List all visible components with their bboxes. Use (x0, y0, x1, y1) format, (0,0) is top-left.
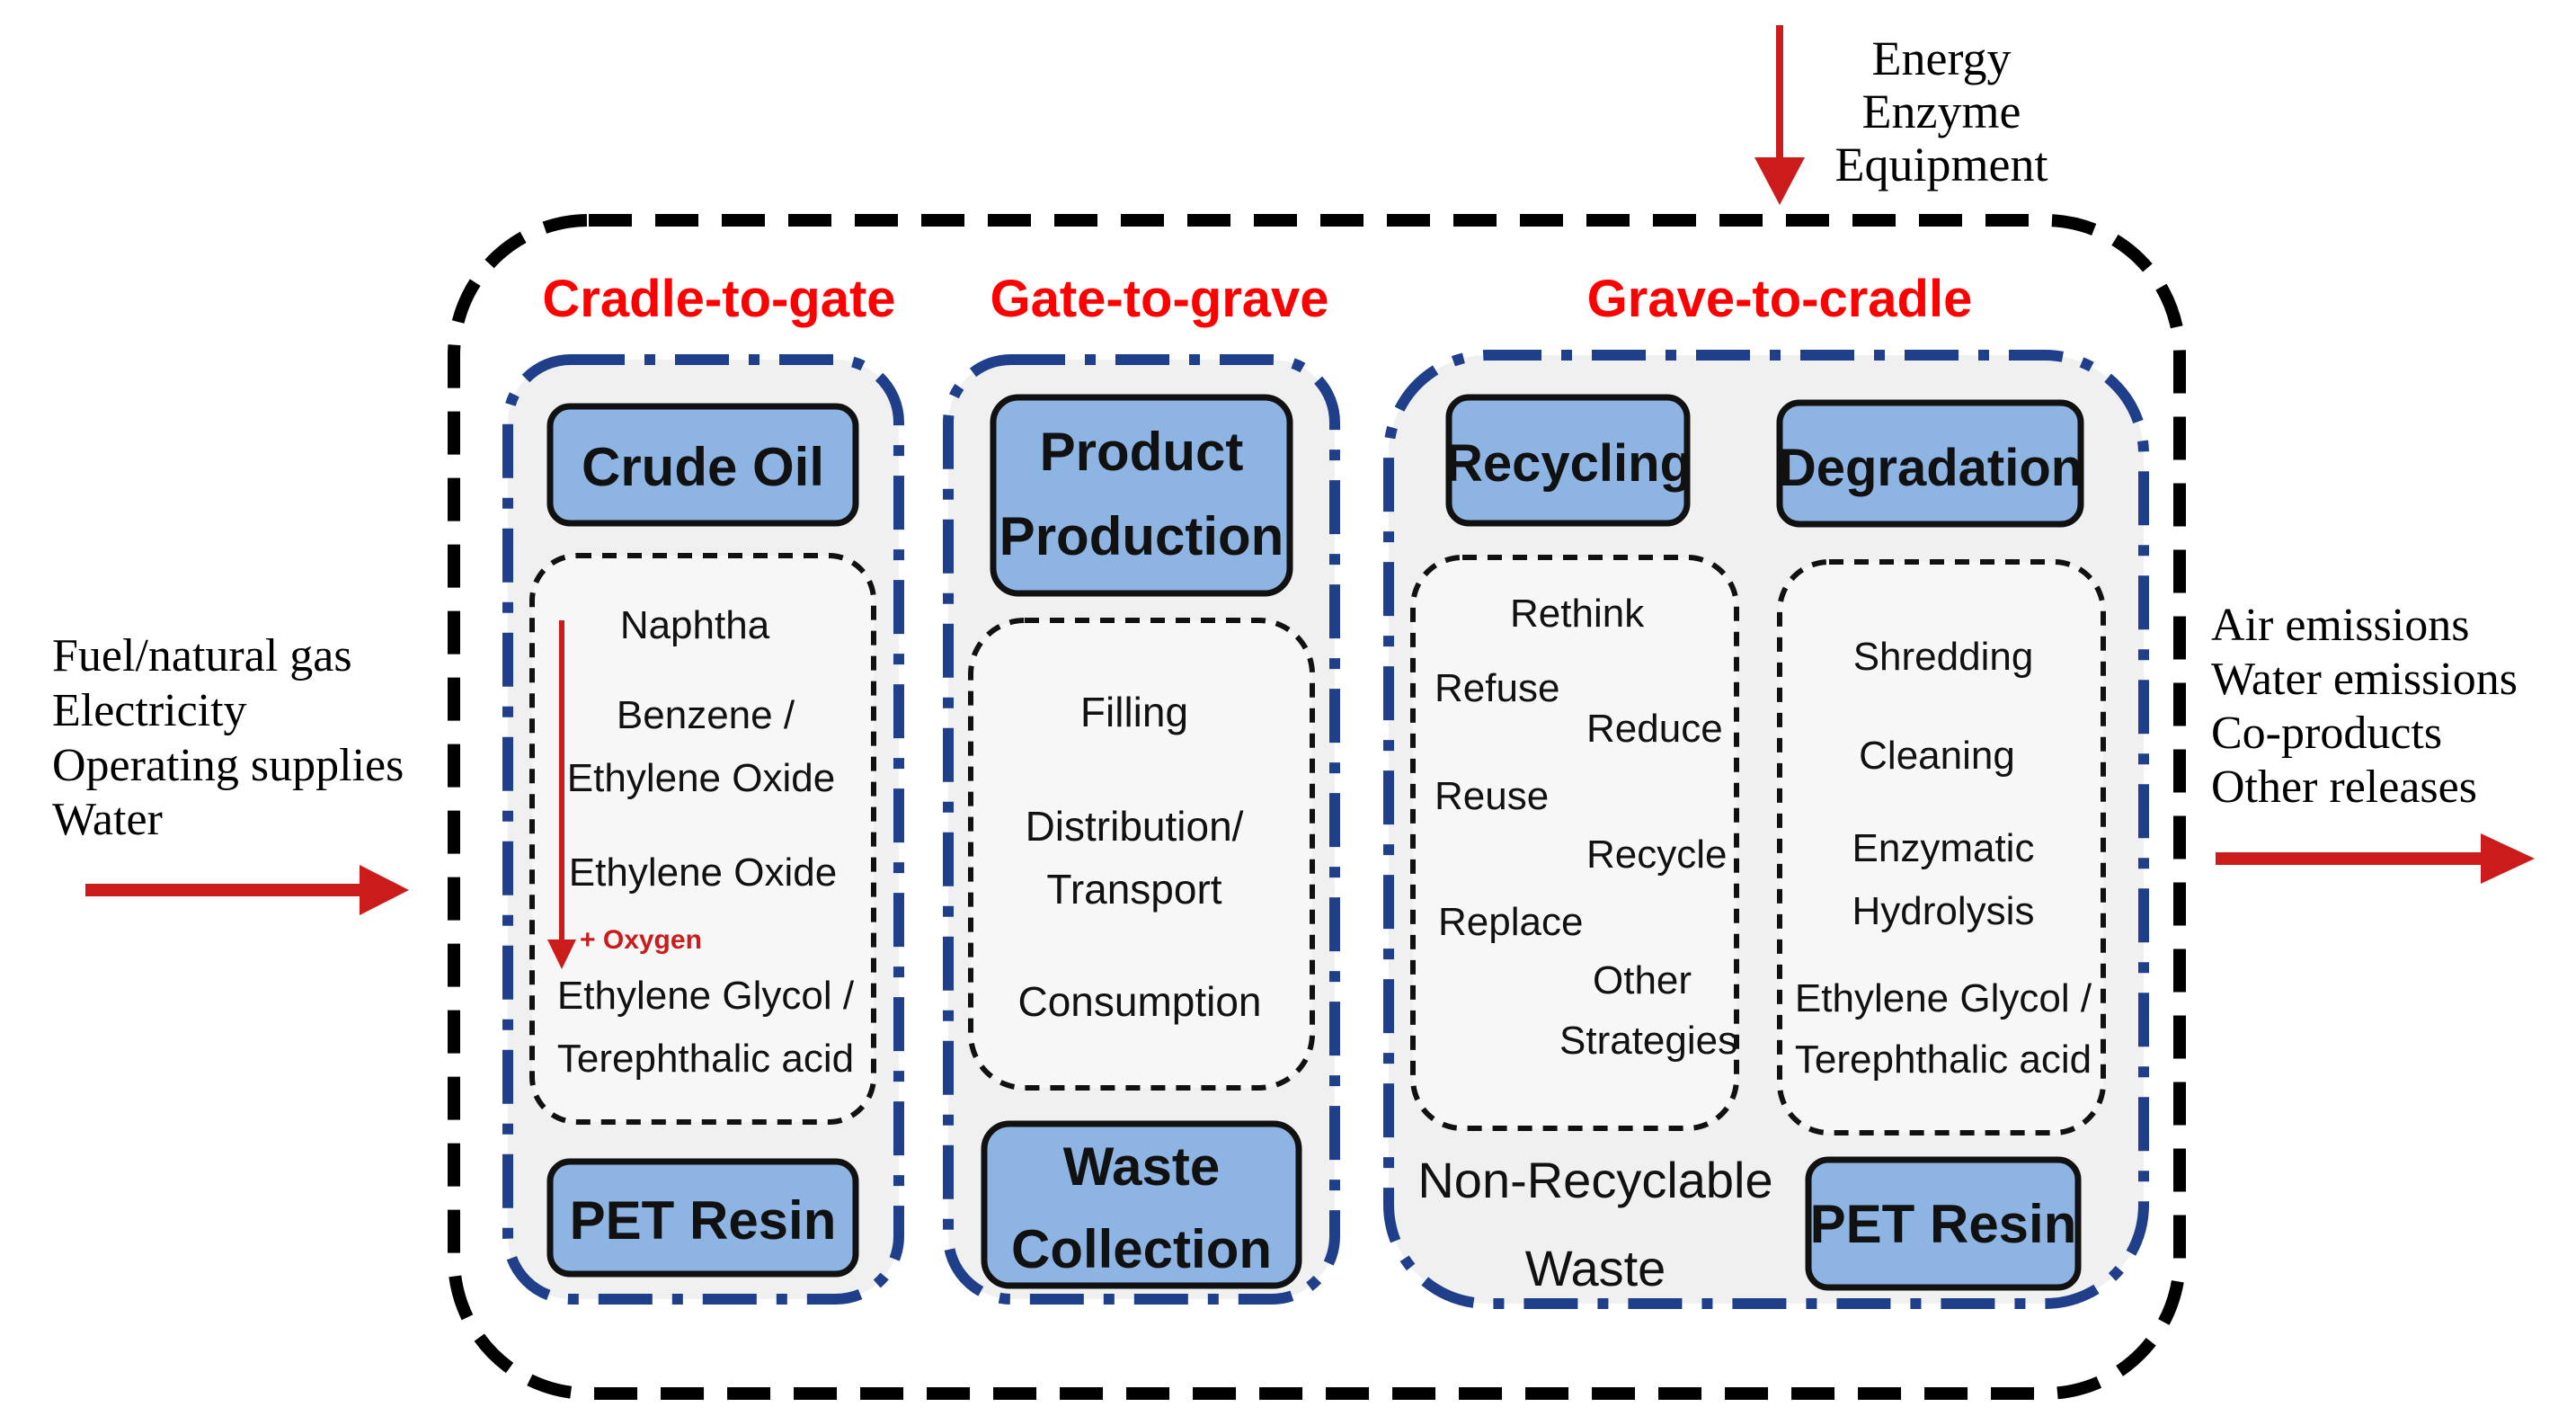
stage-title-gate-to-grave: Gate-to-grave (990, 270, 1328, 328)
step-terephthalic-acid-2: Terephthalic acid (1795, 1038, 2092, 1082)
box-pet-resin-1 (546, 1158, 859, 1278)
strategy-reuse: Reuse (1435, 774, 1549, 818)
left-input-label: Electricity (52, 685, 247, 736)
strategy-other: Other (1593, 958, 1692, 1002)
step-ethylene-glycol-2: Ethylene Glycol / (1795, 976, 2092, 1020)
step-ethylene-glycol: Ethylene Glycol / (557, 974, 855, 1018)
top-input-label: Enzyme (1862, 85, 2021, 138)
process-group-degradation (1777, 559, 2106, 1135)
step-ethylene-oxide-1: Ethylene Oxide (567, 756, 835, 800)
box-pet-resin-2-label: PET Resin (1810, 1194, 2077, 1254)
top-input-label: Energy (1872, 31, 2012, 85)
box-waste-collection-label: Collection (1011, 1219, 1272, 1279)
stage-title-cradle-to-gate: Cradle-to-gate (542, 270, 895, 328)
step-shredding: Shredding (1853, 635, 2034, 679)
box-product-production-label: Product (1040, 422, 1244, 482)
left-input-label: Water (52, 794, 163, 845)
step-terephthalic-acid: Terephthalic acid (557, 1037, 854, 1081)
strategy-recycle: Recycle (1586, 833, 1728, 877)
box-degradation (1776, 399, 2084, 528)
right-output-label: Other releases (2211, 761, 2477, 813)
box-pet-resin-1-label: PET Resin (570, 1190, 837, 1251)
step-ethylene-oxide-2: Ethylene Oxide (569, 850, 837, 895)
step-hydrolysis: Hydrolysis (1852, 889, 2035, 933)
process-group-cradle-to-gate (529, 553, 876, 1125)
step-enzymatic: Enzymatic (1852, 826, 2035, 870)
box-waste-collection (981, 1120, 1302, 1289)
process-group-recycling (1410, 555, 1739, 1131)
top-input-arrow (1754, 25, 1805, 205)
step-benzene: Benzene / (617, 693, 795, 737)
box-pet-resin-2 (1805, 1156, 2082, 1291)
step-transport: Transport (1046, 866, 1221, 913)
box-waste-collection-label: Waste (1063, 1136, 1221, 1197)
process-group-gate-to-grave (968, 618, 1315, 1091)
box-product-production (990, 394, 1293, 597)
strategy-replace: Replace (1438, 900, 1583, 944)
top-input-label: Equipment (1835, 138, 2048, 191)
step-distribution: Distribution/ (1026, 803, 1244, 850)
right-output-label: Co-products (2211, 708, 2442, 759)
right-output-arrow (2216, 833, 2535, 884)
stage-title-grave-to-cradle: Grave-to-cradle (1587, 270, 1973, 328)
step-consumption: Consumption (1017, 978, 1261, 1025)
strategy-reduce: Reduce (1586, 707, 1723, 751)
right-output-label: Water emissions (2211, 654, 2518, 705)
step-naphtha: Naphtha (620, 603, 770, 647)
box-product-production-label: Production (999, 506, 1284, 566)
right-output-label: Air emissions (2211, 600, 2469, 651)
box-crude-oil (546, 403, 859, 527)
left-input-label: Fuel/natural gas (52, 630, 352, 681)
non-recyclable-waste-label: Non-Recyclable (1417, 1152, 1772, 1208)
left-input-label: Operating supplies (52, 740, 404, 791)
box-degradation-label: Degradation (1779, 439, 2083, 497)
box-crude-oil-label: Crude Oil (582, 437, 824, 497)
strategy-rethink: Rethink (1510, 592, 1645, 636)
step-filling: Filling (1080, 689, 1188, 735)
process-flow-arrow (547, 620, 576, 969)
non-recyclable-waste-label: Waste (1525, 1240, 1666, 1296)
strategy-refuse: Refuse (1435, 666, 1559, 710)
left-input-arrow (85, 865, 409, 915)
box-recycling (1445, 394, 1691, 527)
oxygen-label: + Oxygen (580, 925, 702, 955)
box-recycling-label: Recycling (1445, 434, 1692, 493)
step-cleaning: Cleaning (1859, 734, 2015, 778)
strategy-strategies: Strategies (1559, 1019, 1737, 1063)
